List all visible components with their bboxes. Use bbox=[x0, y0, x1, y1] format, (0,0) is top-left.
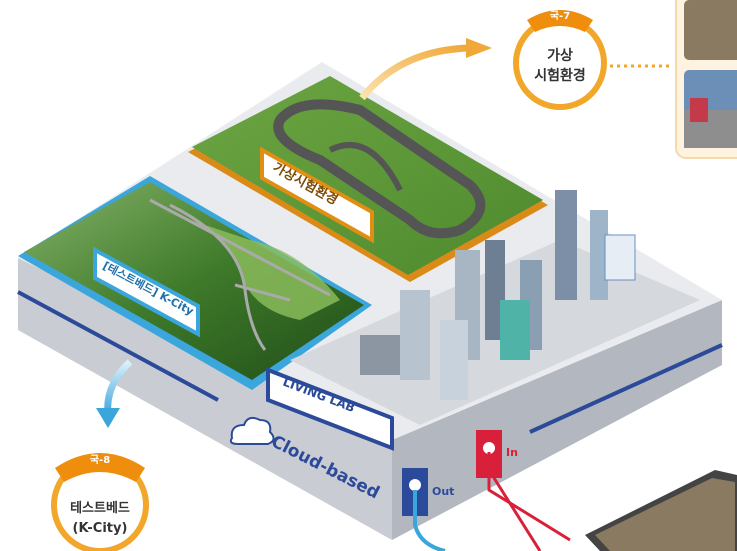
badge-kcity-line1: 테스트베드 bbox=[70, 501, 130, 516]
platform-left-face bbox=[18, 258, 392, 540]
port-out[interactable]: Out bbox=[402, 468, 454, 551]
kcity-field: [테스트베드] K-City bbox=[18, 176, 372, 390]
monitor-screen bbox=[585, 470, 737, 551]
badge-kcity-testbed[interactable]: 국-8 테스트베드 (K-City) bbox=[51, 453, 149, 551]
virtual-track bbox=[273, 99, 486, 239]
badge-virtual-test-env[interactable]: 국-7 가상 시험환경 bbox=[513, 10, 607, 110]
badge-kcity-line2: (K-City) bbox=[73, 521, 128, 536]
cloud-icon bbox=[229, 416, 275, 445]
badge-kcity-code: 국-8 bbox=[90, 454, 110, 466]
living-lab-city: LIVING LAB bbox=[266, 190, 700, 451]
port-in-label: In bbox=[506, 446, 518, 459]
port-out-label: Out bbox=[432, 485, 454, 498]
virtual-env-photos bbox=[675, 0, 737, 159]
badge-virtual-line1: 가상 bbox=[547, 48, 573, 64]
kcity-roads bbox=[149, 198, 331, 351]
badge-virtual-code: 국-7 bbox=[550, 10, 570, 22]
port-in[interactable]: In bbox=[476, 430, 571, 551]
platform-stripe-left bbox=[17, 290, 219, 402]
badge-virtual-line2: 시험환경 bbox=[534, 67, 586, 84]
photo-aerial-site bbox=[684, 0, 737, 60]
arrow-to-virtual bbox=[359, 44, 471, 101]
virtual-test-field: 가상시험환경 bbox=[188, 76, 548, 282]
platform-stripe-right bbox=[529, 343, 723, 434]
